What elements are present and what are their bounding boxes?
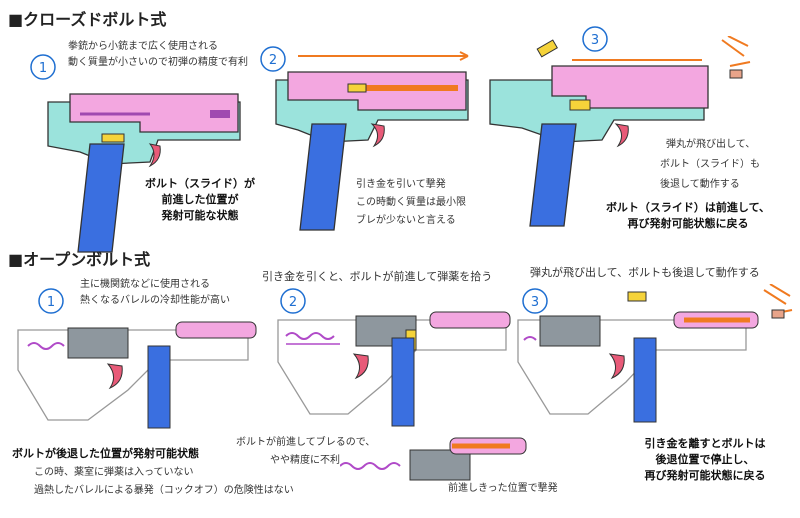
bolt-block bbox=[539, 315, 601, 347]
open-mid-line2: やや精度に不利 bbox=[270, 455, 340, 466]
closed-desc3-line3: 後退して動作する bbox=[660, 179, 740, 190]
magazine-shape bbox=[633, 337, 657, 423]
open-step3-circle: 3 bbox=[522, 288, 548, 314]
closed-pistol2 bbox=[275, 51, 469, 231]
closed-step2-circle: 2 bbox=[260, 46, 286, 72]
open-sub: 前進しきった位置で撃発 bbox=[448, 483, 558, 494]
cartridge bbox=[569, 99, 591, 111]
frame-outline bbox=[17, 329, 249, 421]
bolt-block bbox=[67, 327, 129, 359]
closed-desc3-line2: ボルト（スライド）も bbox=[660, 159, 760, 170]
ejected-casing bbox=[536, 39, 558, 58]
open-step2-number: 2 bbox=[289, 295, 297, 310]
closed-label3: ボルト（スライド）は前進して、 再び発射可能状態に戻る bbox=[605, 201, 771, 230]
closed-pistol3 bbox=[489, 36, 751, 227]
open-desc1b-line1: この時、薬室に弾薬は入っていない bbox=[34, 467, 194, 478]
open-mid-line1: ボルトが前進してブレるので、 bbox=[236, 437, 376, 448]
trigger-shape bbox=[148, 143, 161, 168]
open-step1-circle: 1 bbox=[38, 288, 64, 314]
closed-bolt-heading: ■クローズドボルト式 bbox=[8, 10, 167, 29]
closed-step3-number: 3 bbox=[591, 33, 599, 48]
open-gun3 bbox=[517, 284, 793, 423]
open-desc1-line2: 熱くなるバレルの冷却性能が高い bbox=[80, 295, 230, 306]
slide-shape bbox=[69, 93, 239, 133]
open-top3: 弾丸が飛び出して、ボルトも後退して動作する bbox=[530, 266, 760, 279]
magazine-shape bbox=[147, 345, 171, 429]
magazine-shape bbox=[529, 123, 577, 227]
trigger-shape bbox=[614, 123, 629, 148]
trigger-shape bbox=[106, 363, 123, 390]
closed-desc2-line2: この時動く質量は最小限 bbox=[356, 197, 466, 208]
closed-desc2-line3: ブレが少ないと言える bbox=[356, 215, 456, 226]
trigger-shape bbox=[608, 353, 625, 380]
magazine-shape bbox=[299, 123, 347, 231]
closed-desc1-line1: 拳銃から小銃まで広く使用される bbox=[68, 41, 218, 52]
closed-label1: ボルト（スライド）が 前進した位置が 発射可能な状態 bbox=[145, 177, 255, 222]
closed-desc3-line1: 弾丸が飛び出して、 bbox=[666, 139, 756, 150]
trigger-shape bbox=[370, 123, 385, 148]
cartridge bbox=[101, 133, 125, 143]
open-step2-circle: 2 bbox=[280, 288, 306, 314]
closed-step3-circle: 3 bbox=[582, 26, 608, 52]
ejected-casing bbox=[627, 291, 647, 302]
open-desc1b-line2: 過熱したバレルによる暴発（コックオフ）の危険性はない bbox=[34, 485, 294, 496]
closed-step2-number: 2 bbox=[269, 53, 277, 68]
open-gun2-detail bbox=[340, 437, 527, 481]
open-desc1-line1: 主に機関銃などに使用される bbox=[80, 279, 210, 290]
open-gun2 bbox=[277, 311, 511, 427]
trigger-shape bbox=[352, 353, 369, 380]
open-step1-number: 1 bbox=[47, 295, 55, 310]
open-label3: 引き金を離すとボルトは 後退位置で停止し、 再び発射可能状態に戻る bbox=[644, 437, 766, 482]
cartridge bbox=[347, 83, 367, 93]
magazine-shape bbox=[391, 337, 415, 427]
closed-desc2-line1: 引き金を引いて撃発 bbox=[356, 179, 446, 190]
frame-outline bbox=[517, 319, 747, 415]
closed-desc1-line2: 動く質量が小さいので初弾の精度で有利 bbox=[68, 57, 248, 68]
closed-pistol1 bbox=[47, 93, 241, 253]
bullet bbox=[729, 69, 743, 79]
recoil-spring bbox=[340, 462, 401, 470]
closed-step1-number: 1 bbox=[39, 61, 47, 76]
open-gun1 bbox=[17, 321, 257, 429]
barrel-shape bbox=[210, 110, 230, 118]
recoil-spring bbox=[285, 332, 335, 340]
open-top2: 引き金を引くと、ボルトが前進して弾薬を拾う bbox=[262, 270, 493, 283]
bolt-block bbox=[409, 449, 471, 481]
open-label1: ボルトが後退した位置が発射可能状態 bbox=[12, 447, 199, 460]
open-bolt-heading: ■オープンボルト式 bbox=[8, 250, 151, 269]
recoil-spring bbox=[27, 342, 65, 350]
bullet bbox=[771, 309, 785, 319]
closed-step1-circle: 1 bbox=[30, 54, 56, 80]
muzzle-flash bbox=[721, 36, 751, 67]
frame-outline bbox=[277, 319, 507, 415]
barrel-shape bbox=[429, 311, 511, 329]
open-step3-number: 3 bbox=[531, 295, 539, 310]
barrel-shape bbox=[175, 321, 257, 339]
magazine-shape bbox=[77, 143, 125, 253]
recoil-spring bbox=[523, 336, 537, 341]
